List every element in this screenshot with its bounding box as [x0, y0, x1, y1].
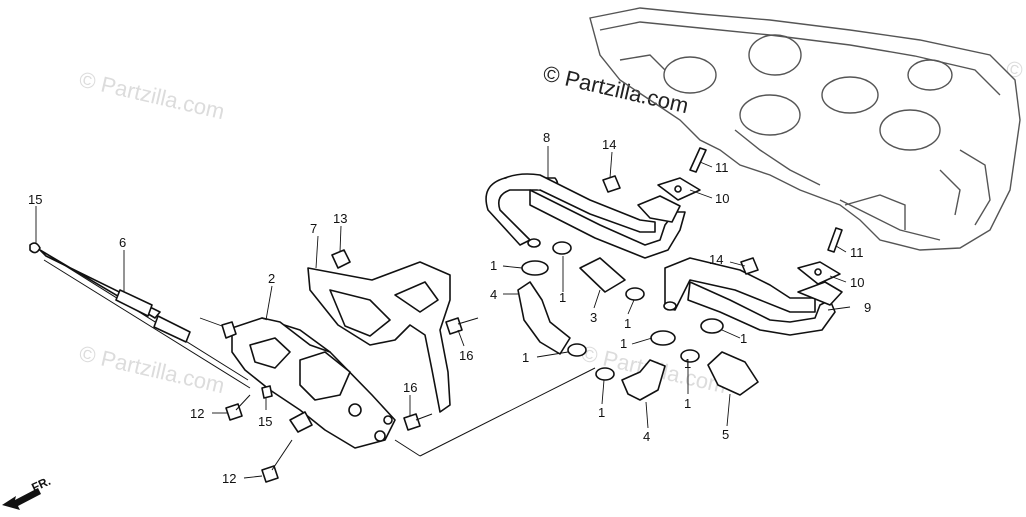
callout-9: 9 [864, 300, 871, 315]
air-valve-body [199, 317, 596, 457]
callout-4-left: 4 [490, 287, 497, 302]
bolt-13 [331, 249, 351, 269]
clamp-1a [521, 260, 549, 276]
bolt-16-top [445, 317, 479, 335]
callout-1-g: 1 [684, 356, 691, 371]
callout-12-bottom: 12 [222, 471, 236, 486]
air-pipe-8 [485, 173, 686, 259]
stud-11-top [689, 147, 707, 173]
bolt-12-top [225, 394, 251, 421]
clamp-1e [595, 367, 615, 381]
watermark-main: © Partzilla.com [541, 61, 691, 119]
callout-12-top: 12 [190, 406, 204, 421]
clamp-1h [700, 318, 724, 334]
control-cable [29, 242, 251, 389]
leader-lines [35, 146, 851, 479]
clamp-1g [680, 349, 700, 363]
callout-11-bottom: 11 [850, 245, 864, 260]
callout-7: 7 [310, 221, 317, 236]
callout-8: 8 [543, 130, 550, 145]
callout-14-top: 14 [602, 137, 616, 152]
clamp-1c [625, 287, 645, 301]
gasket-10-top [657, 177, 701, 201]
hose-3 [579, 257, 626, 293]
callout-2: 2 [268, 271, 275, 286]
hose-4-left [517, 281, 571, 355]
watermark-top-left: © Partzilla.com [77, 67, 227, 125]
callout-1-c: 1 [624, 316, 631, 331]
callout-15-bottom: 15 [258, 414, 272, 429]
callout-13: 13 [333, 211, 347, 226]
callout-1-e: 1 [620, 336, 627, 351]
front-direction-arrow: FR. [2, 474, 53, 510]
clamp-1d [567, 343, 587, 357]
callout-5: 5 [722, 427, 729, 442]
clamp-1f [650, 330, 676, 346]
callout-1-d: 1 [522, 350, 529, 365]
callout-16-top: 16 [459, 348, 473, 363]
clamp-1b [552, 241, 572, 255]
callout-labels: 15 6 2 7 13 16 16 12 15 12 8 14 11 10 14… [28, 130, 871, 486]
callout-1-i: 1 [684, 396, 691, 411]
cylinder-head [589, 7, 1021, 251]
mounting-bracket [307, 261, 451, 413]
hose-4-right [621, 359, 666, 401]
callout-11-top: 11 [715, 160, 729, 175]
front-direction-label: FR. [29, 474, 52, 495]
callout-1-h: 1 [598, 405, 605, 420]
callout-1-f: 1 [740, 331, 747, 346]
bolt-16-bottom [403, 413, 433, 431]
bolt-12-bottom [261, 439, 293, 483]
callout-1-a: 1 [490, 258, 497, 273]
watermark-mid-left: © Partzilla.com [77, 341, 227, 399]
callout-15-top: 15 [28, 192, 42, 207]
gasket-10-bottom [797, 261, 841, 285]
hose-5 [707, 351, 759, 396]
stud-11-bottom [827, 227, 843, 253]
clip-15 [261, 385, 273, 399]
callout-10-top: 10 [715, 191, 729, 206]
nut-14-top [602, 175, 621, 193]
callout-1-b: 1 [559, 290, 566, 305]
callout-3: 3 [590, 310, 597, 325]
callout-4-right: 4 [643, 429, 650, 444]
callout-16-bottom: 16 [403, 380, 417, 395]
callout-14-bottom: 14 [709, 252, 723, 267]
nut-14-bottom [740, 257, 759, 275]
callout-6: 6 [119, 235, 126, 250]
callout-10-bottom: 10 [850, 275, 864, 290]
air-pipe-9 [663, 257, 843, 336]
